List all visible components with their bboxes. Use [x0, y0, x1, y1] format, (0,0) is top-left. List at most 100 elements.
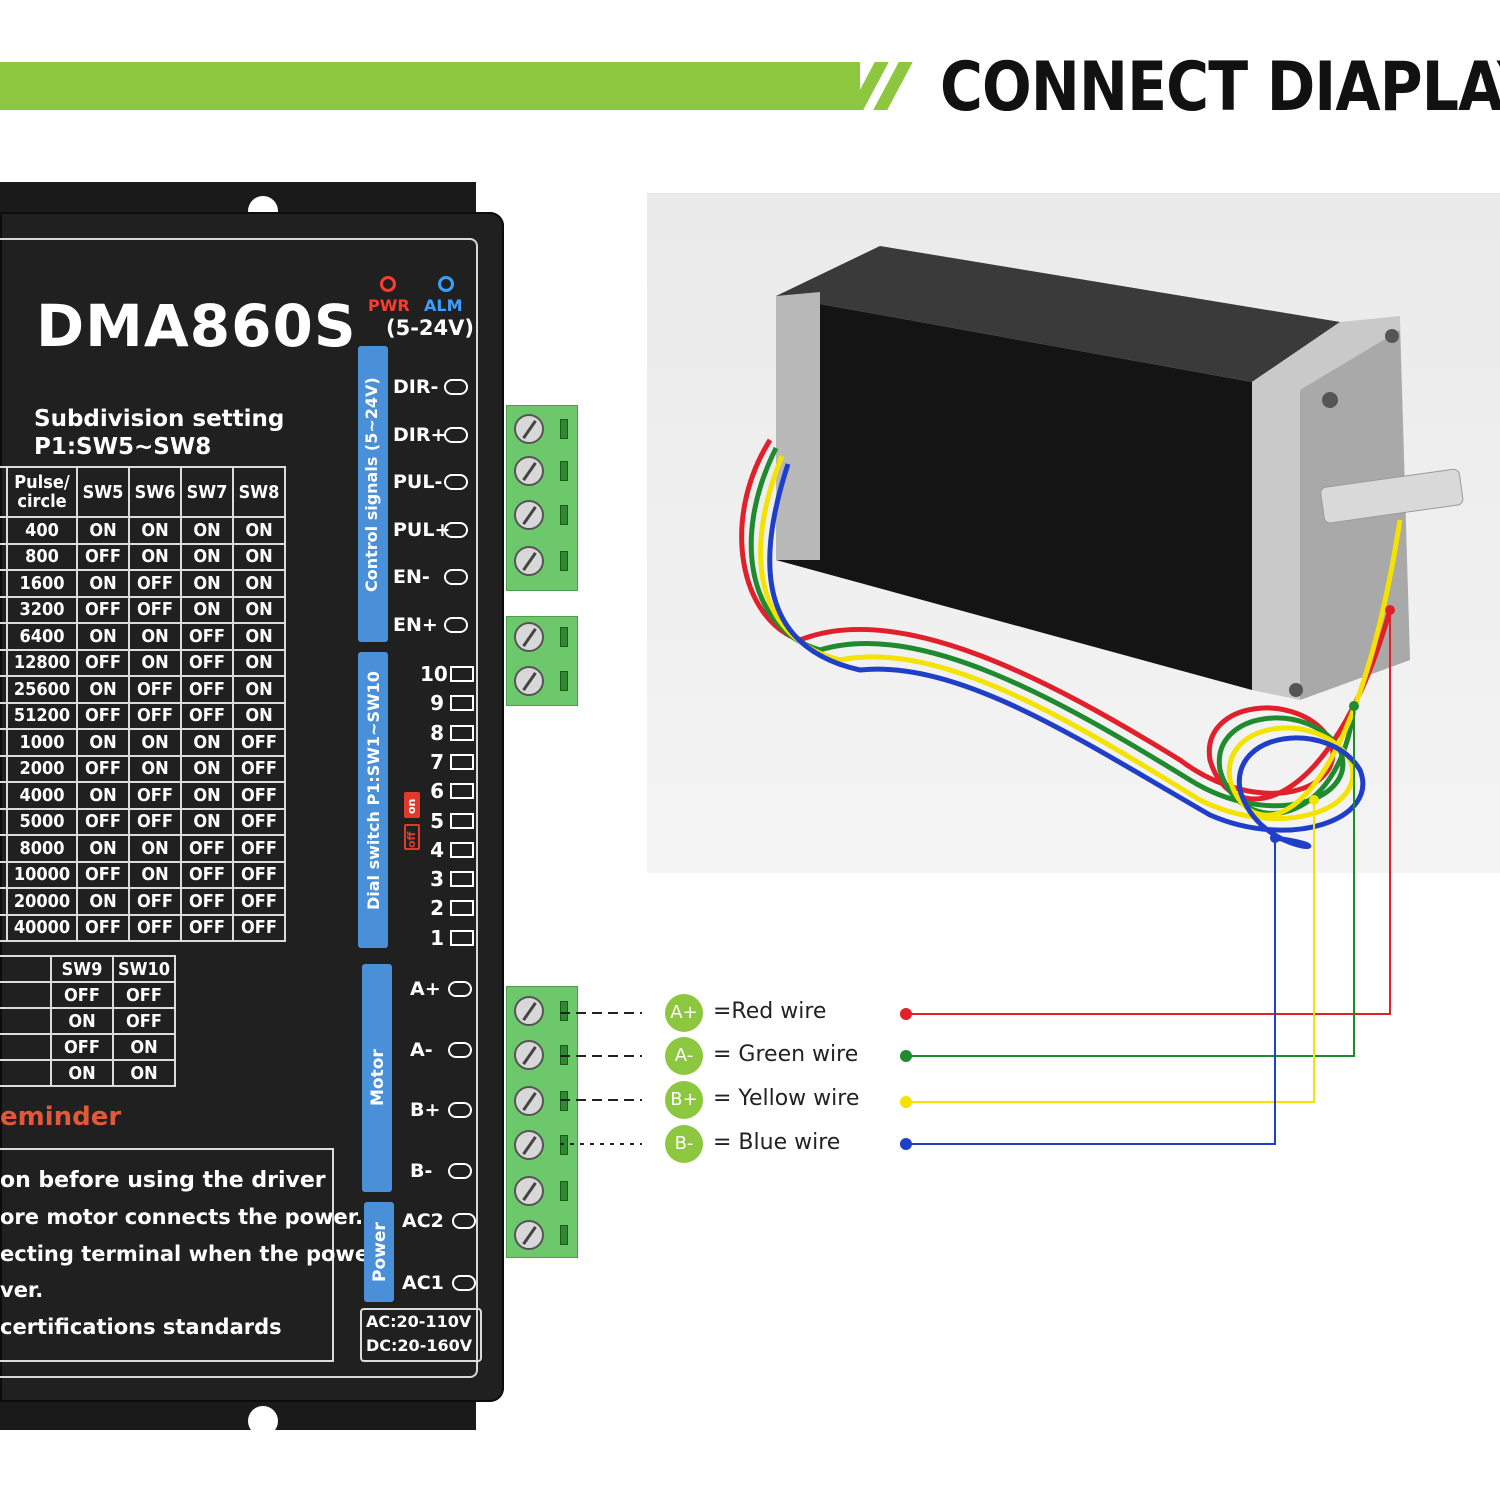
switch-state: OFF — [232, 913, 286, 942]
terminal-screw[interactable] — [514, 546, 544, 576]
switch-state: OFF — [50, 1033, 114, 1061]
spec-ac: AC:20-110V — [366, 1312, 472, 1331]
terminal-screw[interactable] — [514, 1176, 544, 1206]
switch-state: OFF — [76, 648, 130, 677]
switch-state: OFF — [232, 754, 286, 783]
dip-switch-icon[interactable] — [450, 812, 474, 829]
legend-badge: A+ — [665, 994, 703, 1032]
switch-state: OFF — [128, 913, 182, 942]
pulse-value: 51200 — [6, 701, 78, 730]
switch-state: OFF — [128, 595, 182, 624]
dip-number: 5 — [430, 808, 444, 833]
flange-hole — [1322, 392, 1338, 408]
reminder-title: eminder — [0, 1102, 122, 1132]
dip-switch-icon[interactable] — [450, 900, 474, 917]
legend-wire-text: = Green wire — [713, 1042, 859, 1067]
table-cell — [0, 981, 52, 1009]
terminal-screw[interactable] — [514, 1086, 544, 1116]
motor-top-face — [776, 246, 1340, 382]
terminal-screw[interactable] — [514, 996, 544, 1026]
table-cell — [0, 1059, 52, 1087]
dip-switch-icon[interactable] — [450, 724, 474, 741]
red-wire-end — [1385, 605, 1395, 615]
terminal-label: PUL- — [393, 471, 443, 493]
terminal-screw-icon — [444, 616, 468, 633]
wire-slot — [560, 419, 568, 439]
dip-number: 8 — [430, 720, 444, 745]
switch-state: OFF — [180, 701, 234, 730]
legend-wire-text: = Yellow wire — [713, 1086, 860, 1111]
terminal-screw[interactable] — [514, 666, 544, 696]
terminal-screw[interactable] — [514, 1130, 544, 1160]
switch-state: ON — [180, 781, 234, 810]
flange-hole — [1289, 683, 1303, 697]
dip-switch-icon[interactable] — [450, 929, 474, 946]
pwr-label: PWR — [368, 296, 410, 315]
dip-switch-icon[interactable] — [450, 783, 474, 800]
yellow-wire — [758, 455, 1403, 822]
dip-switch-icon[interactable] — [450, 871, 474, 888]
motor-rear-cap — [776, 292, 820, 560]
motor-terminal-label: A+ — [410, 978, 441, 1000]
switch-state: OFF — [180, 675, 234, 704]
terminal-label: EN- — [393, 566, 430, 588]
input-spec-box — [360, 1308, 482, 1362]
terminal-screw[interactable] — [514, 1040, 544, 1070]
table-header-sw9: SW9 — [50, 955, 114, 983]
table-header-sw7: SW7 — [180, 466, 234, 518]
switch-state: ON — [76, 887, 130, 916]
dip-on-off-indicator: on off — [400, 792, 422, 856]
switch-state: OFF — [50, 981, 114, 1009]
dip-switch-icon[interactable] — [450, 666, 474, 682]
pulse-value: 800 — [6, 542, 78, 571]
switch-state: OFF — [180, 860, 234, 889]
terminal-screw[interactable] — [514, 622, 544, 652]
mount-hole-bottom — [248, 1406, 278, 1436]
switch-state: OFF — [180, 913, 234, 942]
terminal-screw[interactable] — [514, 414, 544, 444]
dip-switch-icon[interactable] — [450, 695, 474, 712]
dip-switch-icon[interactable] — [450, 841, 474, 858]
legend-wire-text: =Red wire — [713, 999, 827, 1024]
flange-hole — [1385, 329, 1399, 343]
blue-wire-lead — [906, 838, 1276, 1145]
switch-state: ON — [180, 728, 234, 757]
wire-slot — [560, 627, 568, 647]
terminal-screw[interactable] — [514, 1220, 544, 1250]
motor-panel — [362, 964, 392, 1192]
terminal-label: PUL+ — [393, 518, 451, 541]
switch-state: OFF — [232, 860, 286, 889]
yellow-wire-end — [1309, 795, 1319, 805]
alm-label: ALM — [424, 296, 463, 315]
wire-slot — [560, 1001, 568, 1021]
motor-side-face — [776, 296, 1252, 690]
terminal-screw[interactable] — [514, 456, 544, 486]
pulse-value: 20000 — [6, 887, 78, 916]
switch-state: ON — [128, 728, 182, 757]
table-header-sw5: SW5 — [76, 466, 130, 518]
terminal-label: EN+ — [393, 613, 438, 636]
switch-state: ON — [180, 754, 234, 783]
terminal-screw-icon — [444, 521, 468, 538]
switch-state: ON — [76, 728, 130, 757]
red-wire-dot — [900, 1008, 912, 1020]
switch-state: OFF — [128, 781, 182, 810]
switch-state: ON — [128, 542, 182, 571]
table-cell — [0, 955, 52, 983]
switch-state: OFF — [232, 807, 286, 836]
switch-state: ON — [112, 1059, 176, 1087]
table-header-sw10: SW10 — [112, 955, 176, 983]
switch-state: OFF — [180, 834, 234, 863]
dip-switch-icon[interactable] — [450, 753, 474, 770]
pulse-value: 3200 — [6, 595, 78, 624]
terminal-screw-icon — [444, 379, 468, 395]
dip-number: 9 — [430, 691, 444, 716]
header-accent-bar — [0, 62, 860, 110]
terminal-screw[interactable] — [514, 500, 544, 530]
